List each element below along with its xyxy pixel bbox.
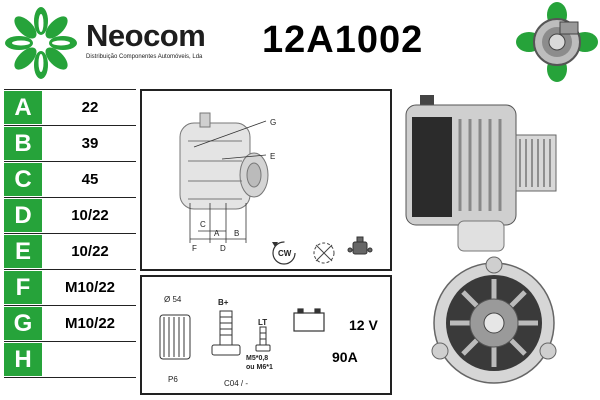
thread-alt: ou M6*1	[246, 364, 273, 371]
lt-label: LT	[258, 318, 268, 327]
rotation-cw-icon: CW	[272, 241, 296, 265]
spec-row: C 45	[4, 162, 136, 198]
dim-label-a: A	[214, 229, 220, 238]
spec-row: A 22	[4, 90, 136, 126]
spec-value: 39	[81, 135, 99, 152]
alternator-front-photo-icon	[431, 256, 557, 384]
alternator-thumbnail-icon	[516, 2, 598, 82]
brand-name: Neocom	[86, 18, 206, 53]
brand-subtitle: Distribuição Componentes Automóveis, Lda	[86, 54, 203, 60]
spec-row: H	[4, 342, 136, 378]
spec-letter: H	[4, 343, 42, 376]
dim-label-b: B	[234, 229, 239, 238]
spec-row: E 10/22	[4, 234, 136, 270]
spec-letter: C	[4, 163, 42, 196]
spec-table: A 22 B 39 C 45 D 10/22 E 10/22 F M10/22 …	[4, 89, 136, 378]
b-plus-terminal-icon	[211, 310, 241, 356]
spec-value: 10/22	[71, 207, 109, 224]
spec-row: G M10/22	[4, 306, 136, 342]
spec-value: 22	[81, 99, 99, 116]
dim-label-g: G	[270, 118, 276, 127]
terminal-info-box: Ø 54 P6 B+ LT M5*0,8 ou M6*1 C04 / -	[140, 275, 392, 395]
connector-plug-icon	[347, 236, 373, 255]
spec-value	[44, 342, 136, 377]
lt-terminal-icon	[255, 326, 271, 352]
alternator-sketch-icon	[179, 112, 269, 210]
dim-label-e: E	[270, 152, 275, 161]
spec-letter: B	[4, 127, 42, 160]
pulley-icon	[159, 314, 191, 360]
spec-value: 45	[81, 171, 99, 188]
b-plus-label: B+	[218, 298, 229, 307]
amperage-value: 90A	[332, 349, 358, 365]
spec-row: F M10/22	[4, 270, 136, 306]
product-photos	[405, 95, 557, 384]
regulator-symbol-icon	[313, 242, 335, 264]
dimension-diagram-box: G E C A B F D CW	[140, 89, 392, 271]
dim-label-c: C	[200, 220, 206, 229]
dimension-diagram: G E C A B F D CW	[179, 112, 373, 265]
dim-label-d: D	[220, 244, 226, 253]
pulley-type: P6	[168, 375, 178, 384]
spec-row: D 10/22	[4, 198, 136, 234]
dim-label-f: F	[192, 244, 197, 253]
spec-value: M10/22	[64, 279, 116, 296]
spec-letter: D	[4, 199, 42, 232]
connector-code: C04 / -	[224, 379, 249, 388]
voltage-value: 12 V	[349, 317, 378, 333]
spec-letter: G	[4, 307, 42, 340]
thread-main: M5*0,8	[246, 355, 269, 362]
spec-letter: E	[4, 235, 42, 268]
part-number: 12A1002	[262, 19, 424, 61]
spec-letter: A	[4, 91, 42, 124]
battery-icon	[293, 308, 325, 332]
alternator-side-photo-icon	[405, 95, 557, 252]
pulley-diameter: Ø 54	[164, 295, 182, 304]
spec-row: B 39	[4, 126, 136, 162]
spec-value: M10/22	[64, 315, 116, 332]
spec-letter: F	[4, 271, 42, 304]
brand-logo-icon	[5, 7, 77, 79]
spec-value: 10/22	[71, 243, 109, 260]
rotation-label: CW	[278, 249, 292, 258]
